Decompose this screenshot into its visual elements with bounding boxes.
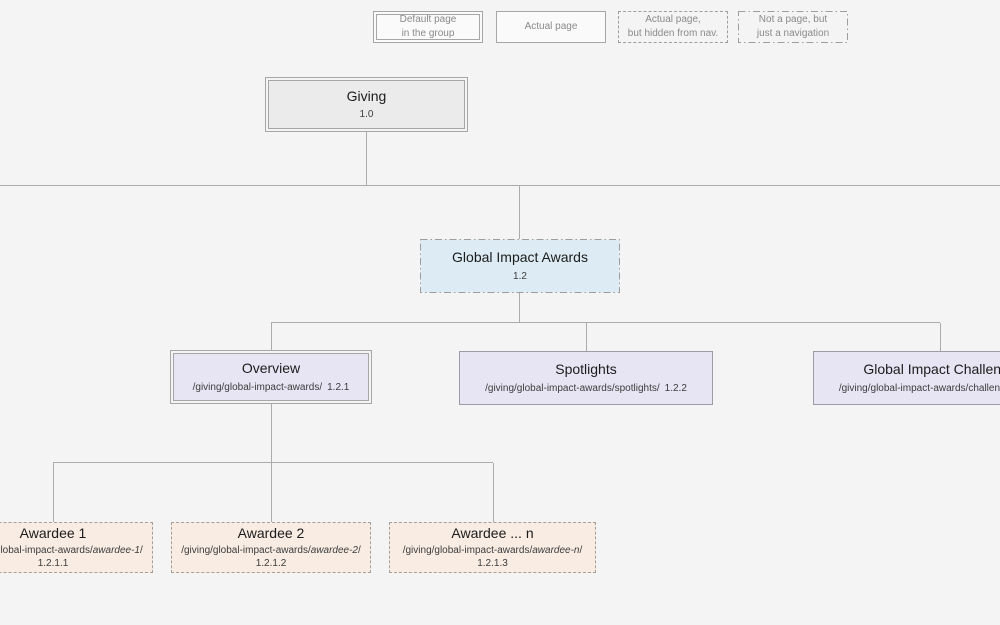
node-awardee-1: Awardee 1 /giving/global-impact-awards/a… <box>0 522 153 573</box>
connector-branch-level2 <box>271 322 940 323</box>
connector-branch-level3 <box>53 462 493 463</box>
node-global-impact-challenge: Global Impact Challenge /giving/global-i… <box>813 351 1000 405</box>
node-number: 1.2.1.3 <box>477 557 508 569</box>
connector-challenge-riser <box>940 323 941 351</box>
node-url: /giving/global-impact-awards/challenge/ <box>838 382 1000 394</box>
legend-actual-page: Actual page <box>496 11 606 43</box>
node-number: 1.0 <box>359 109 374 121</box>
legend-default-page: Default page in the group <box>373 11 483 43</box>
connector-overview-drop <box>271 404 272 463</box>
node-url-slug: awardee-1 <box>92 544 140 556</box>
legend-nav-only: Not a page, but just a navigation <box>738 11 848 43</box>
node-number: 1.2.1 <box>327 381 350 393</box>
connector-trunk <box>0 185 1000 186</box>
node-url-suffix: / <box>579 544 583 556</box>
node-url-suffix: / <box>358 544 361 556</box>
node-overview: Overview /giving/global-impact-awards/1.… <box>170 350 372 404</box>
connector-gia-riser <box>519 186 520 239</box>
connector-gia-drop <box>519 293 520 323</box>
node-number: 1.2.1.2 <box>255 557 287 569</box>
node-url-slug: awardee-2 <box>310 544 358 556</box>
connector-awardee2-riser <box>271 463 272 522</box>
node-title: Giving <box>346 87 387 104</box>
connector-spotlights-riser <box>586 323 587 351</box>
connector-awardee1-riser <box>53 463 54 522</box>
node-title: Awardee 1 <box>19 525 87 542</box>
node-title: Spotlights <box>555 361 617 378</box>
legend-hidden-page: Actual page, but hidden from nav. <box>618 11 728 43</box>
legend-label: Not a page, but <box>758 14 828 25</box>
node-url: /giving/global-impact-awards/ <box>192 381 323 393</box>
connector-awardeen-riser <box>493 463 494 522</box>
node-title: Awardee 2 <box>237 525 305 542</box>
node-title: Global Impact Awards <box>452 249 588 266</box>
node-number: 1.2 <box>513 270 527 282</box>
node-url: /giving/global-impact-awards/ <box>402 544 533 556</box>
node-number: 1.2.1.1 <box>37 557 69 569</box>
node-spotlights: Spotlights /giving/global-impact-awards/… <box>459 351 713 405</box>
legend-label: just a navigation <box>756 28 830 39</box>
legend-label: Actual page <box>524 21 578 32</box>
node-awardee-n: Awardee ... n /giving/global-impact-awar… <box>389 522 596 573</box>
node-awardee-2: Awardee 2 /giving/global-impact-awards/a… <box>171 522 371 573</box>
connector-giving-drop <box>366 132 367 186</box>
node-url: /giving/global-impact-awards/ <box>181 544 311 556</box>
node-url: /giving/global-impact-awards/spotlights/ <box>485 382 660 394</box>
legend-label: in the group <box>401 28 455 39</box>
dash-dot-border <box>738 11 848 43</box>
node-giving: Giving 1.0 <box>265 77 468 132</box>
legend-label: Actual page, <box>645 14 701 25</box>
node-global-impact-awards: Global Impact Awards 1.2 <box>420 239 620 293</box>
node-title: Overview <box>241 360 301 377</box>
legend-label: but hidden from nav. <box>627 28 719 39</box>
node-url-slug: awardee-n <box>532 544 580 556</box>
node-url-suffix: / <box>140 544 143 556</box>
node-title: Awardee ... n <box>451 525 534 542</box>
node-number: 1.2.2 <box>664 382 687 394</box>
connector-overview-riser <box>271 323 272 350</box>
legend-label: Default page <box>399 14 457 25</box>
dash-dot-border <box>420 239 620 293</box>
node-title: Global Impact Challenge <box>863 361 1000 378</box>
node-url: /giving/global-impact-awards/ <box>0 544 93 556</box>
